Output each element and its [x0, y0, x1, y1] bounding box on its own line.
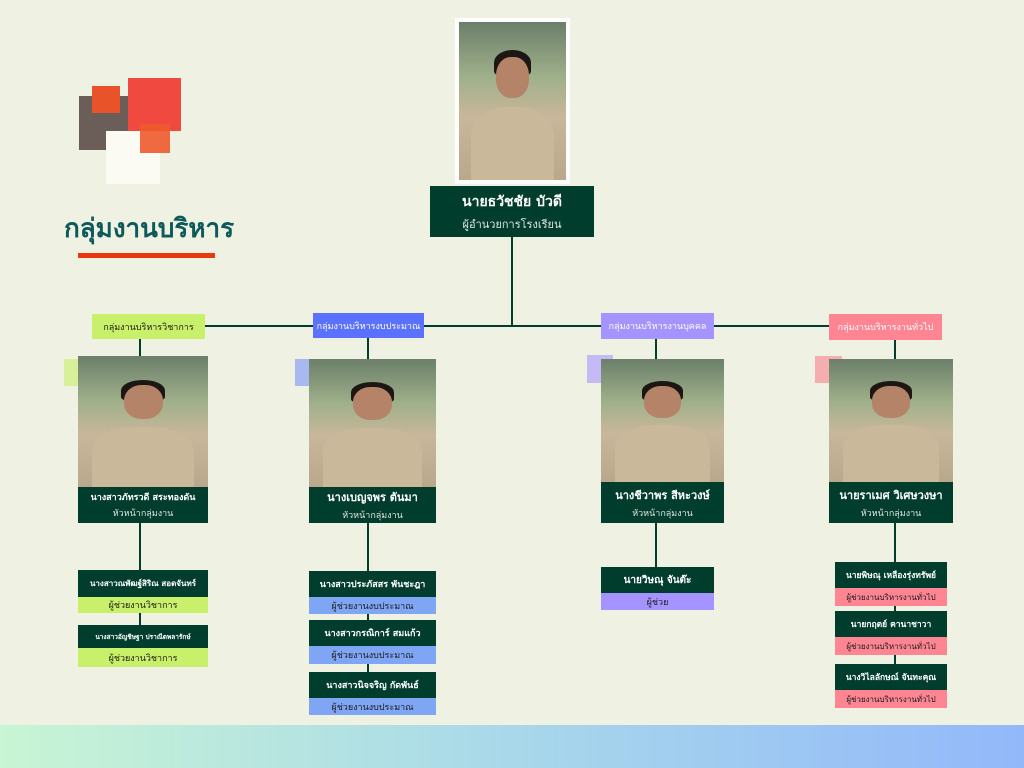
connector — [511, 237, 513, 327]
head-photo-general — [829, 359, 953, 482]
head-name: นายราเมศ วิเศษวงษา — [839, 488, 943, 502]
director-photo — [455, 18, 570, 184]
director-name: นายธวัชชัย บัวดี — [462, 193, 562, 210]
group-label-personnel: กลุ่มงานบริหารงานบุคคล — [601, 313, 714, 339]
member-name: นางสาวกรณิการ์ สมแก้ว — [309, 620, 436, 646]
group-label-budget: กลุ่มงานบริหารงบประมาณ — [313, 313, 424, 338]
head-role: หัวหน้ากลุ่มงาน — [632, 508, 693, 519]
member-role: ผู้ช่วยงานงบประมาณ — [309, 698, 436, 715]
head-box-personnel: นางชีวาพร สีหะวงษ์ หัวหน้ากลุ่มงาน — [601, 482, 724, 523]
head-name: นางสาวภัทรวดี สระทองดัน — [90, 493, 196, 503]
director-role: ผู้อำนวยการโรงเรียน — [462, 217, 562, 231]
head-name: นางชีวาพร สีหะวงษ์ — [615, 488, 710, 502]
head-role: หัวหน้ากลุ่มงาน — [112, 509, 174, 519]
group-label-general: กลุ่มงานบริหารงานทั่วไป — [829, 314, 942, 340]
page-title: กลุ่มงานบริหาร — [64, 214, 235, 244]
title-underline — [78, 253, 215, 258]
connector — [655, 523, 657, 567]
connector — [139, 339, 141, 357]
member-role: ผู้ช่วยงานวิชาการ — [78, 597, 208, 613]
member-role: ผู้ช่วยงานบริหารงานทั่วไป — [835, 637, 947, 655]
member-name: นายกฤตย์ คานาชาวา — [835, 611, 947, 637]
head-role: หัวหน้ากลุ่มงาน — [860, 508, 922, 519]
head-box-academic: นางสาวภัทรวดี สระทองดัน หัวหน้ากลุ่มงาน — [78, 487, 208, 523]
member-role: ผู้ช่วยงานบริหารงานทั่วไป — [835, 588, 947, 606]
group-label-academic: กลุ่มงานบริหารวิชาการ — [92, 314, 205, 339]
connector — [367, 338, 369, 359]
head-photo-personnel — [601, 359, 724, 482]
member-role: ผู้ช่วยงานวิชาการ — [78, 648, 208, 667]
member-name: นายพิษณุ เหลืองรุ่งทรัพย์ — [835, 562, 947, 588]
head-box-budget: นางเบญจพร ตันมา หัวหน้ากลุ่มงาน — [309, 487, 436, 523]
connector — [894, 340, 896, 359]
member-name: นางวิไลลักษณ์ จันทะคุณ — [835, 664, 947, 690]
head-name: นางเบญจพร ตันมา — [327, 491, 418, 504]
connector — [655, 339, 657, 359]
member-name: นางสาวอัญชิษฐา ปราณีตพลารักษ์ — [78, 625, 208, 648]
member-name: นางสาวณพัฒฐ์สิริณ สอดจันทร์ — [78, 570, 208, 597]
member-role: ผู้ช่วยงานงบประมาณ — [309, 597, 436, 614]
member-name: นางสาวประภัสสร พันชะฎา — [309, 571, 436, 597]
head-role: หัวหน้ากลุ่มงาน — [342, 511, 403, 521]
head-photo-academic — [78, 356, 208, 487]
footer-gradient-bar — [0, 725, 1024, 768]
member-name: นายวิษณุ จันต๊ะ — [601, 567, 714, 593]
member-name: นางสาวนิจจริญ กัดพันธ์ — [309, 672, 436, 698]
head-photo-budget — [309, 359, 436, 487]
director-box: นายธวัชชัย บัวดี ผู้อำนวยการโรงเรียน — [430, 186, 594, 237]
member-role: ผู้ช่วย — [601, 593, 714, 610]
member-role: ผู้ช่วยงานบริหารงานทั่วไป — [835, 690, 947, 708]
connector — [205, 325, 830, 327]
member-role: ผู้ช่วยงานงบประมาณ — [309, 646, 436, 664]
head-box-general: นายราเมศ วิเศษวงษา หัวหน้ากลุ่มงาน — [829, 482, 953, 523]
